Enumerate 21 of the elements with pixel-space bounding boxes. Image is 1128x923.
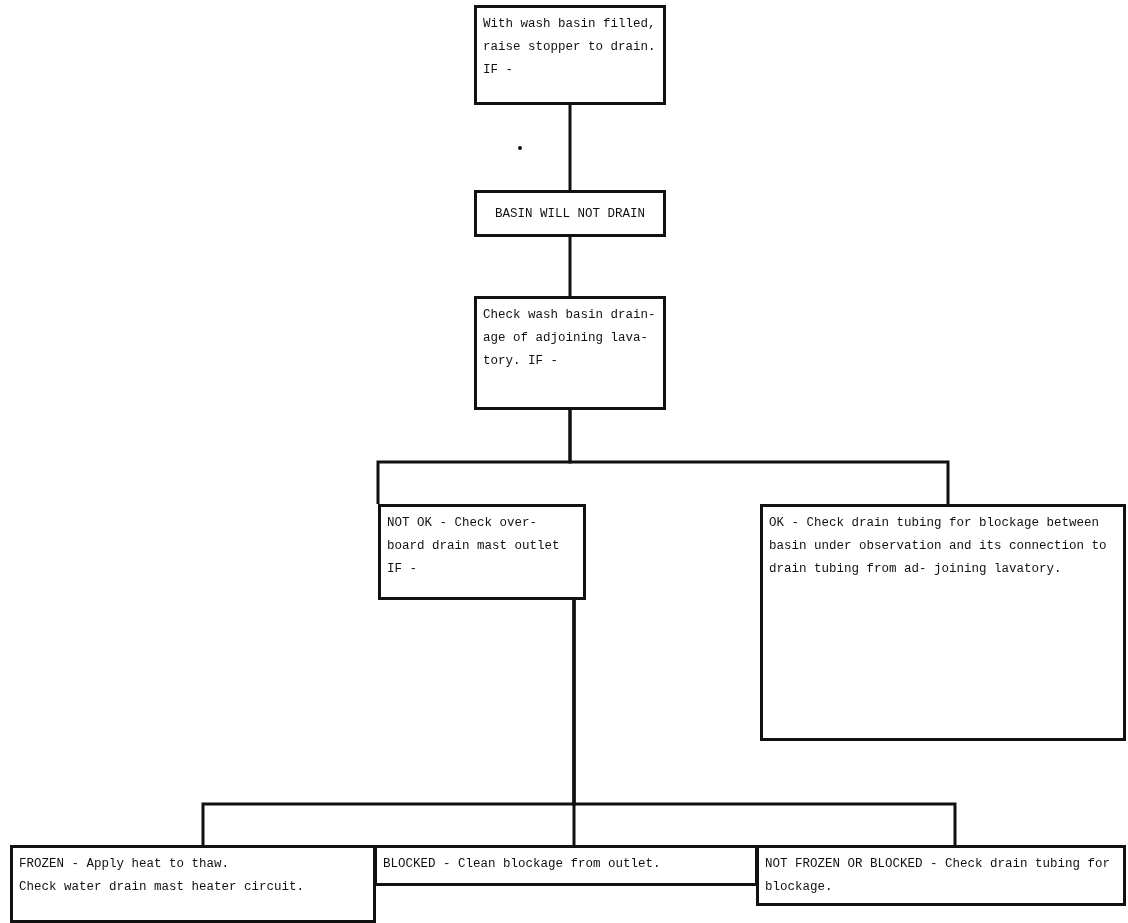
connector-line: [568, 237, 572, 296]
process-box: [474, 5, 666, 105]
process-box: [378, 504, 586, 600]
step-text: NOT OK - Check over- board drain mast outlet IF -: [387, 515, 561, 578]
step-text: With wash basin filled, raise stopper to drain. IF -: [483, 16, 657, 79]
process-box: [760, 504, 1126, 741]
process-box: [374, 845, 758, 886]
connector-line: [568, 410, 950, 504]
connector-line: [568, 105, 572, 190]
step-text: BASIN WILL NOT DRAIN: [495, 206, 647, 223]
step-text: OK - Check drain tubing for blockage between basin under observation and its connection to drain tubing from ad- joining lavatory.: [769, 515, 1108, 578]
process-box: [10, 845, 376, 923]
process-box: [756, 845, 1126, 906]
step-text: Check wash basin drain- age of adjoining lava- tory. IF -: [483, 307, 657, 370]
step-text: BLOCKED - Clean blockage from outlet.: [383, 856, 662, 873]
step-text: Check water drain mast heater circuit.: [19, 879, 306, 896]
step-text: FROZEN - Apply heat to thaw.: [19, 856, 231, 873]
process-box: [474, 296, 666, 410]
connector-line: [572, 600, 957, 845]
step-text: NOT FROZEN OR BLOCKED - Check drain tubing for blockage.: [765, 856, 1112, 896]
process-box: [474, 190, 666, 237]
